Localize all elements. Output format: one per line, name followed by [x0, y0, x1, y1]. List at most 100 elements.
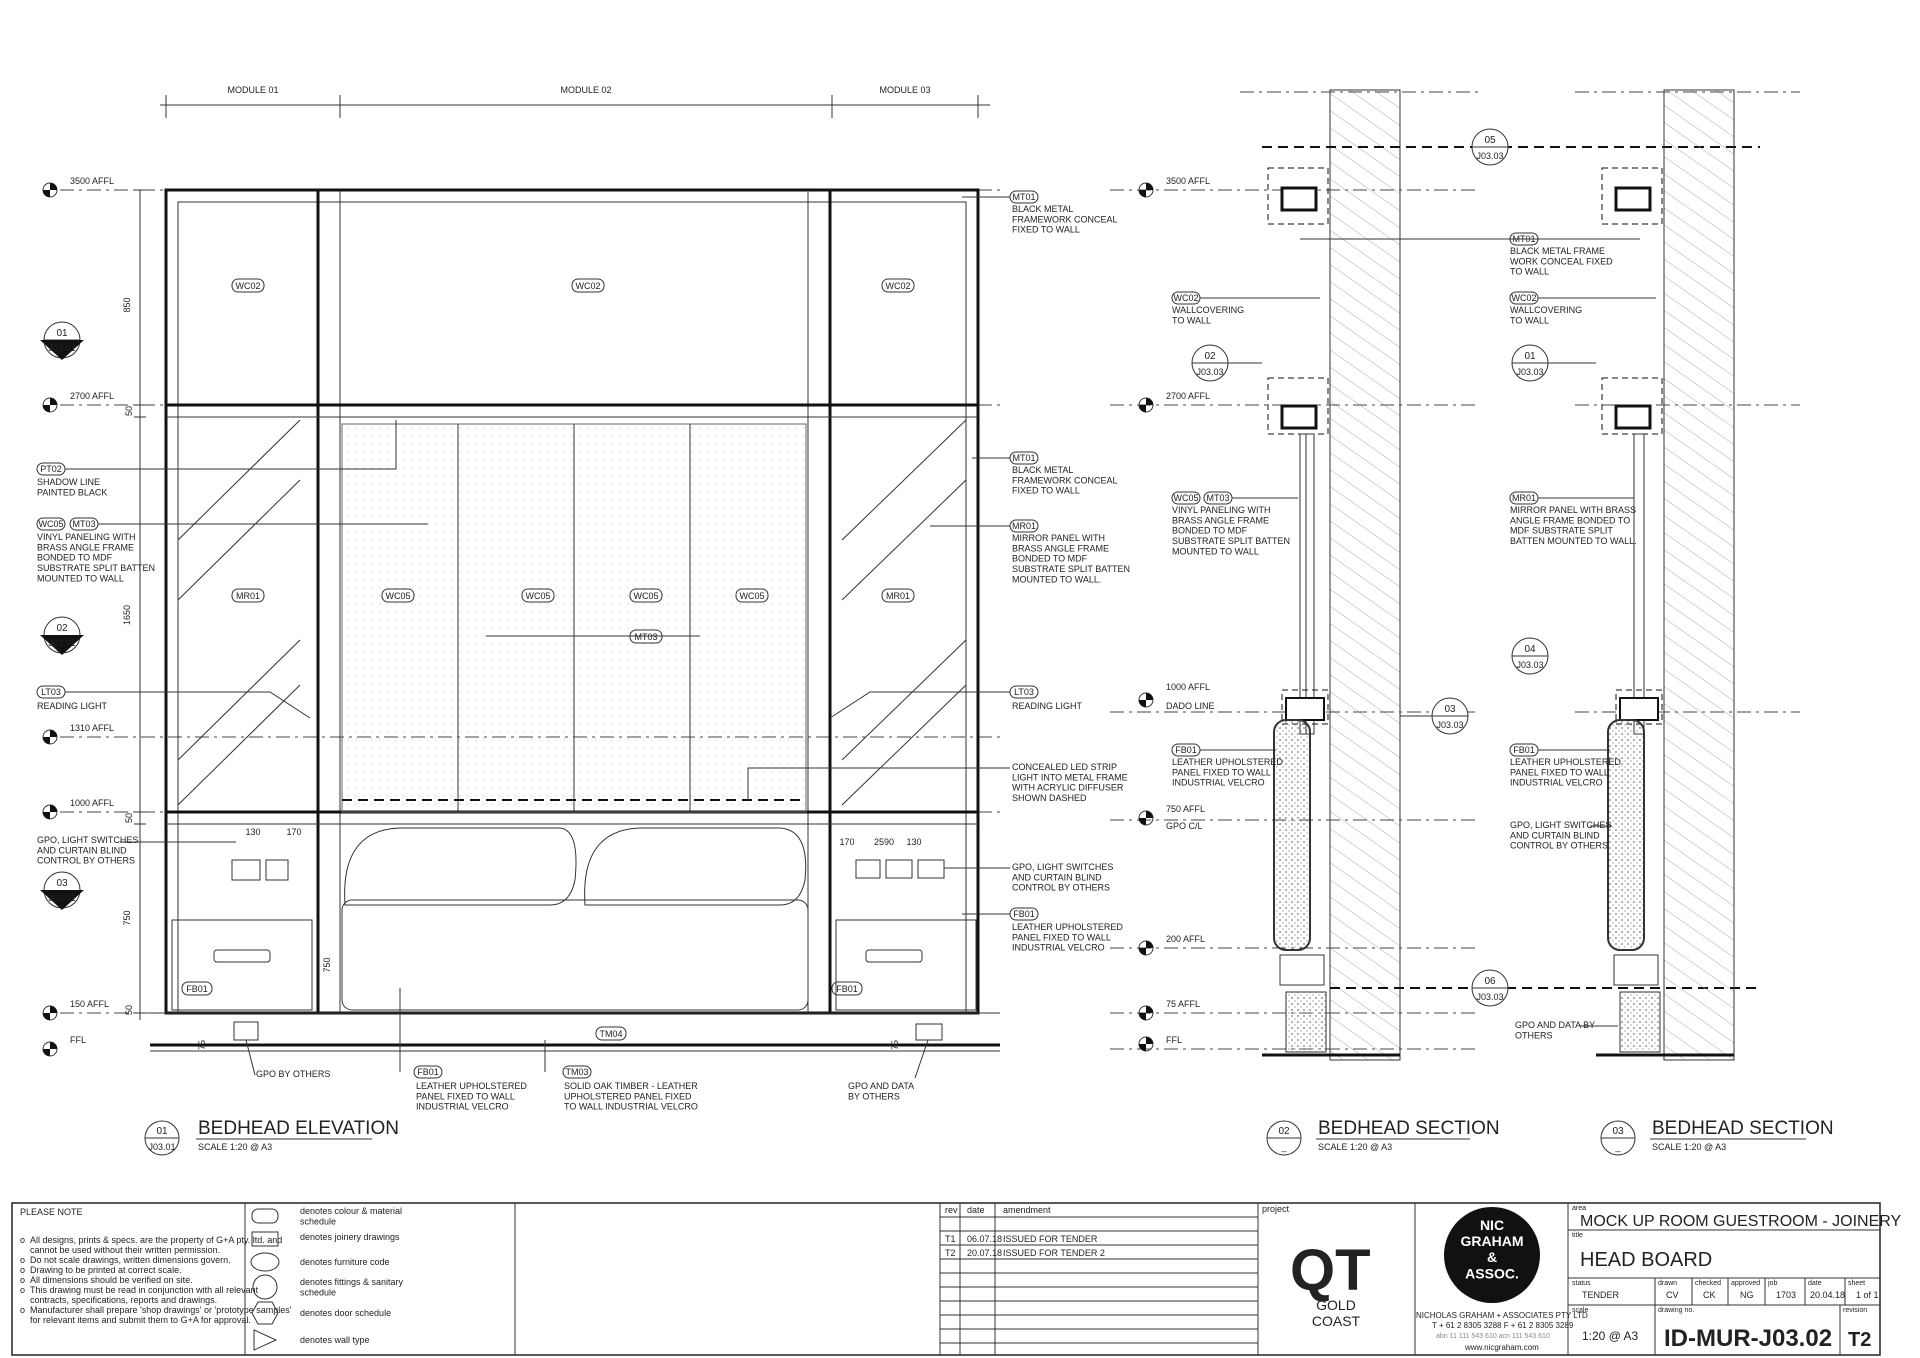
- gpo-left-a: [231, 859, 261, 881]
- section02-marker-05: 05 J03.03: [1471, 128, 1509, 166]
- svg-text:denotes furniture code: denotes furniture code: [300, 1257, 390, 1267]
- svg-text:T2: T2: [945, 1248, 956, 1258]
- svg-text:denotes door schedule: denotes door schedule: [300, 1308, 391, 1318]
- svg-text:abn 11 111 543 610 acn 111 543: abn 11 111 543 610 acn 111 543 610: [1436, 1333, 1550, 1340]
- svg-text:o: o: [20, 1305, 25, 1315]
- svg-text:o: o: [20, 1285, 25, 1295]
- svg-text:J03.01: J03.01: [48, 638, 75, 648]
- notes-list: o All designs, prints & specs. are the pr…: [20, 1235, 292, 1325]
- svg-text:SCALE 1:20 @ A3: SCALE 1:20 @ A3: [198, 1142, 272, 1152]
- svg-text:SCALE 1:20 @ A3: SCALE 1:20 @ A3: [1318, 1142, 1392, 1152]
- callout-gpo-by-others: GPO BY OTHERS: [245, 1039, 330, 1079]
- svg-text:20.07.18: 20.07.18: [967, 1248, 1002, 1258]
- svg-text:READING LIGHT: READING LIGHT: [37, 701, 108, 711]
- svg-text:MT01: MT01: [1012, 453, 1035, 463]
- svg-text:WC05: WC05: [525, 591, 550, 601]
- svg-text:20.04.18: 20.04.18: [1810, 1290, 1845, 1300]
- section-marker-01: 01 J03.01: [40, 321, 84, 360]
- section02-marker-03: 03 J03.03: [1400, 697, 1469, 735]
- svg-text:170: 170: [286, 827, 301, 837]
- svg-text:Manufacturer shall prepare 'sh: Manufacturer shall prepare 'shop drawing…: [30, 1305, 292, 1315]
- svg-text:Drawing to be printed at corre: Drawing to be printed at correct scale.: [30, 1265, 182, 1275]
- svg-text:05: 05: [1484, 135, 1496, 146]
- qt-logo-text: QT: [1290, 1238, 1371, 1303]
- section02-levels: 3500 AFFL 2700 AFFL 1000 AFFL DADO LINE …: [1138, 176, 1215, 1052]
- svg-text:02: 02: [1278, 1126, 1290, 1137]
- elevation-title: 01 J03.01 BEDHEAD ELEVATION SCALE 1:20 @…: [144, 1118, 399, 1156]
- svg-text:750: 750: [322, 957, 332, 972]
- please-note-heading: PLEASE NOTE: [20, 1207, 83, 1217]
- svg-text:o: o: [20, 1265, 25, 1275]
- svg-text:rev: rev: [945, 1205, 958, 1215]
- svg-text:T1: T1: [945, 1234, 956, 1244]
- svg-text:J03.01: J03.01: [148, 1142, 175, 1152]
- svg-text:FB01: FB01: [417, 1067, 439, 1077]
- svg-text:Do not scale drawings, written: Do not scale drawings, written dimension…: [30, 1255, 231, 1265]
- level-marker-150: 150 AFFL: [42, 999, 109, 1021]
- svg-text:amendment: amendment: [1003, 1205, 1051, 1215]
- section02-title: 02 _ BEDHEAD SECTION SCALE 1:20 @ A3: [1266, 1118, 1500, 1156]
- svg-text:NICHOLAS GRAHAM + ASSOCIATES: NICHOLAS GRAHAM + ASSOCIATES PTY LTD: [1416, 1311, 1588, 1320]
- bedhead-section-03: 01 J03.03 04 J03.03 MT01 BLACK METAL FRA…: [1300, 89, 1834, 1156]
- svg-text:date: date: [1808, 1280, 1822, 1287]
- svg-text:170: 170: [839, 837, 854, 847]
- svg-text:50: 50: [124, 406, 134, 416]
- module-01-label: MODULE 01: [227, 85, 278, 95]
- svg-text:MR01: MR01: [236, 591, 260, 601]
- svg-text:J03.03: J03.03: [1516, 660, 1543, 670]
- svg-text:FB01: FB01: [1175, 745, 1197, 755]
- level-marker-3500: 3500 AFFL: [42, 176, 114, 198]
- gpo-right-b: [885, 859, 913, 879]
- wall-section-03: [1663, 89, 1735, 1061]
- svg-text:1310 AFFL: 1310 AFFL: [70, 723, 114, 733]
- floor-gpo-right: [915, 1023, 943, 1041]
- svg-text:drawing no.: drawing no.: [1658, 1307, 1694, 1314]
- svg-text:WC05: WC05: [1173, 493, 1198, 503]
- svg-text:All designs, prints & specs. a: All designs, prints & specs. are the pro…: [30, 1235, 282, 1245]
- svg-text:CK: CK: [1703, 1290, 1716, 1300]
- svg-text:WC05: WC05: [739, 591, 764, 601]
- svg-text:ISSUED FOR TENDER: ISSUED FOR TENDER: [1003, 1234, 1098, 1244]
- svg-text:MT01: MT01: [1012, 192, 1035, 202]
- upholstered-panel-section-03: [1607, 719, 1645, 951]
- svg-text:FFL: FFL: [1166, 1035, 1182, 1045]
- svg-text:WC02: WC02: [885, 281, 910, 291]
- svg-text:03: 03: [1444, 704, 1456, 715]
- section03-title: 03 _ BEDHEAD SECTION SCALE 1:20 @ A3: [1600, 1118, 1834, 1156]
- svg-text:1650: 1650: [122, 605, 132, 625]
- svg-text:06: 06: [1484, 976, 1496, 987]
- svg-text:denotes wall type: denotes wall type: [300, 1335, 370, 1345]
- svg-text:750: 750: [122, 910, 132, 925]
- panel-tags: WC02 WC02 WC02 MR01 MR01 WC05 WC05 WC05 …: [181, 278, 915, 1041]
- svg-text:50: 50: [124, 813, 134, 823]
- svg-text:cannot be used without their w: cannot be used without their written per…: [30, 1245, 220, 1255]
- svg-text:This drawing must be read in c: This drawing must be read in conjunction…: [30, 1285, 259, 1295]
- svg-text:MT03: MT03: [1206, 493, 1229, 503]
- project-info: area MOCK UP ROOM GUESTROOM - JOINERY ti…: [1568, 1205, 1902, 1355]
- svg-text:_: _: [1614, 1142, 1621, 1152]
- level-marker-ffl: FFL: [42, 1035, 86, 1057]
- svg-text:status: status: [1572, 1280, 1591, 1287]
